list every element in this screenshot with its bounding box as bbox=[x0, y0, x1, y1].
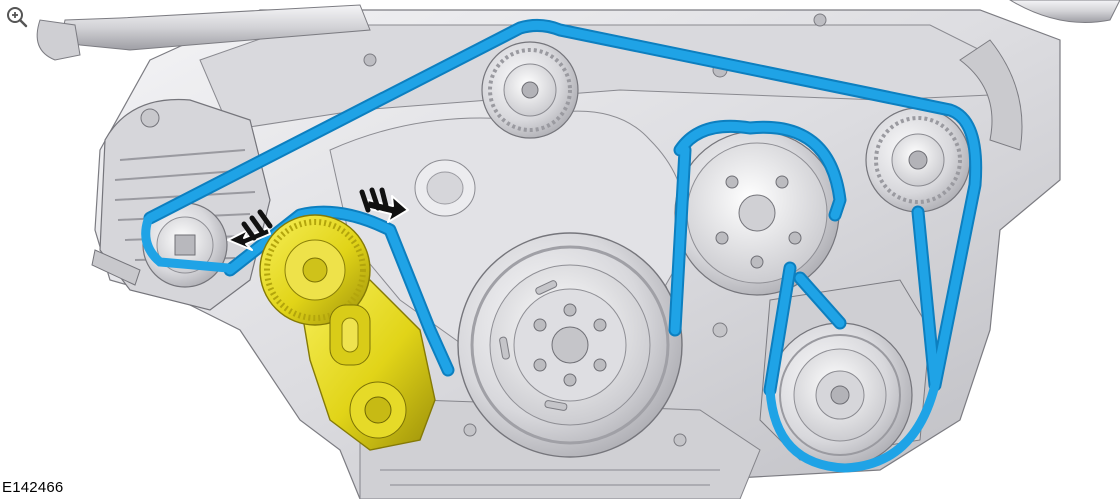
camshaft-idler bbox=[481, 41, 579, 139]
direction-arrow-right bbox=[359, 187, 409, 223]
idler-pulley bbox=[865, 107, 971, 213]
zoom-in-button[interactable] bbox=[2, 2, 32, 32]
crankshaft-pulley bbox=[457, 232, 683, 458]
belt-tensioner bbox=[259, 214, 436, 451]
figure-code: E142466 bbox=[2, 479, 64, 496]
direction-arrow-left bbox=[227, 209, 273, 251]
zoom-in-icon bbox=[7, 7, 28, 28]
ac-compressor-pulley bbox=[759, 279, 931, 468]
water-pump-pulley bbox=[674, 130, 840, 296]
accessory-drive-belt bbox=[141, 18, 983, 473]
